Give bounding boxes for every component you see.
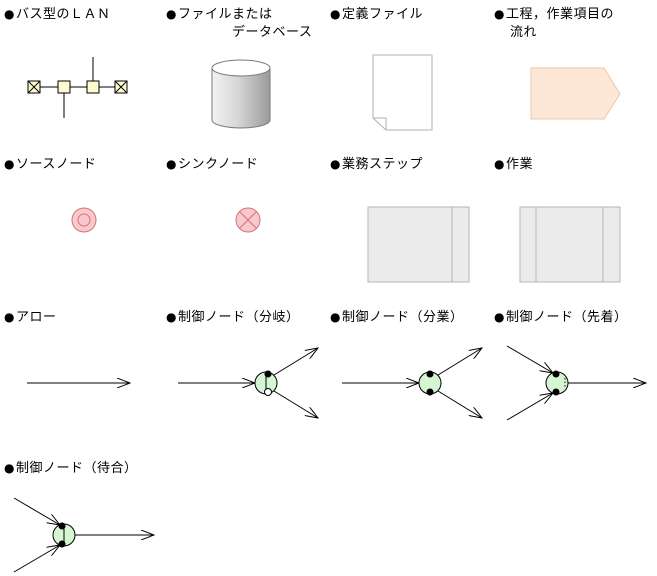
source-node-icon (71, 207, 97, 233)
label-source-node: ●ソースノード (4, 156, 96, 173)
label-arrow: ●アロー (4, 309, 57, 326)
bullet: ● (4, 157, 15, 171)
label-text: バス型のＬＡＮ (15, 7, 111, 22)
bullet: ● (4, 310, 15, 324)
label-control-first-come: ●制御ノード（先着） (494, 309, 628, 326)
label-text: シンクノード (177, 157, 259, 172)
label-control-branch: ●制御ノード（分岐） (166, 309, 300, 326)
label-sink-node: ●シンクノード (166, 156, 258, 173)
label-bus-lan: ●バス型のＬＡＮ (4, 6, 111, 23)
control-branch-icon (178, 348, 318, 418)
label-text: アロー (15, 310, 57, 325)
bullet: ● (330, 7, 341, 21)
label-text: 制御ノード（先着） (505, 310, 628, 325)
label-text: ソースノード (15, 157, 97, 172)
business-step-icon (367, 206, 470, 283)
control-divide-icon (342, 348, 482, 418)
label-process-item-flow-line2: 流れ (510, 25, 538, 40)
label-text: 制御ノード（分業） (341, 310, 464, 325)
label-control-wait: ●制御ノード（待合） (4, 460, 138, 477)
label-work: ●作業 (494, 156, 533, 173)
label-text: 作業 (505, 157, 533, 172)
label-file-or-db: ●ファイルまたは (166, 6, 273, 23)
bullet: ● (4, 7, 15, 21)
label-text: 定義ファイル (341, 7, 423, 22)
bullet: ● (166, 310, 177, 324)
bullet: ● (494, 310, 505, 324)
process-flow-pentagon-icon (530, 67, 621, 120)
bullet: ● (494, 7, 505, 21)
label-business-step: ●業務ステップ (330, 156, 423, 173)
database-cylinder-icon (211, 59, 271, 129)
label-process-item-flow: ●工程，作業項目の (494, 6, 614, 23)
bullet: ● (166, 7, 177, 21)
label-file-or-db-line2: データベース (232, 25, 313, 40)
sink-node-icon (235, 207, 261, 233)
label-control-divide: ●制御ノード（分業） (330, 309, 464, 326)
label-text: 制御ノード（待合） (15, 461, 138, 476)
bullet: ● (166, 157, 177, 171)
bullet: ● (4, 461, 15, 475)
label-definition-file: ●定義ファイル (330, 6, 423, 23)
bullet: ● (330, 310, 341, 324)
bullet: ● (330, 157, 341, 171)
label-text: 業務ステップ (341, 157, 423, 172)
bullet: ● (494, 157, 505, 171)
label-text: ファイルまたは (177, 7, 273, 22)
label-text: 工程，作業項目の (505, 7, 614, 22)
definition-file-icon (372, 54, 433, 131)
label-text: 制御ノード（分岐） (177, 310, 300, 325)
control-first-come-icon (506, 345, 646, 421)
bus-lan-icon (27, 57, 128, 118)
control-wait-icon (13, 497, 154, 573)
work-icon (519, 206, 621, 283)
